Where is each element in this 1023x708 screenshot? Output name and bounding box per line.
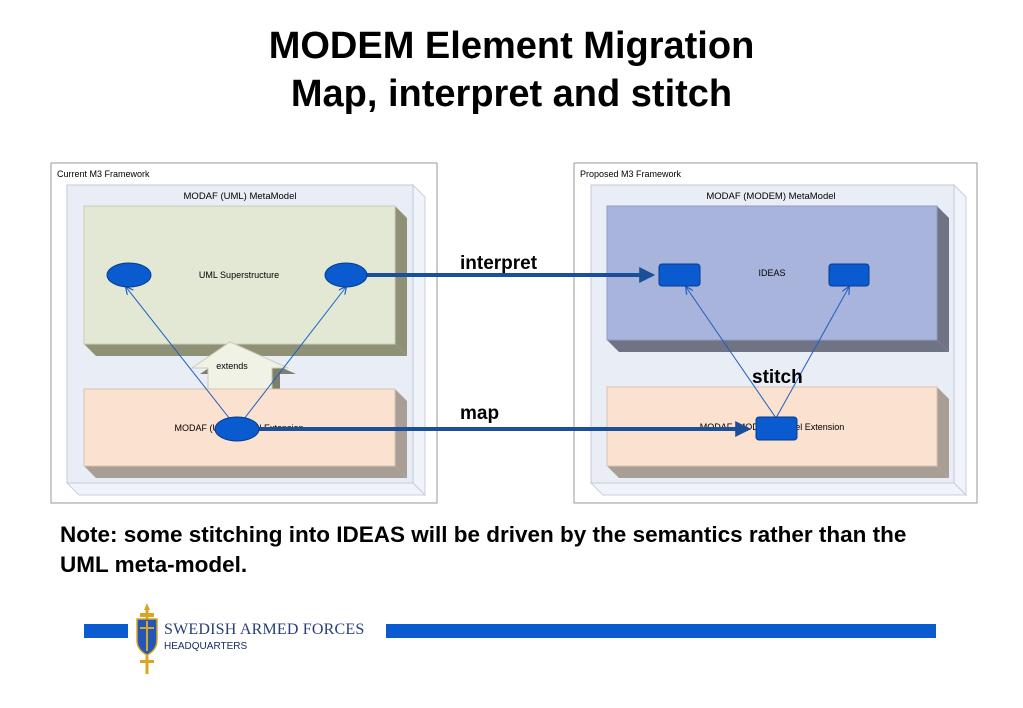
- connector-right-b: [775, 287, 849, 419]
- modem-extension-node: [755, 416, 798, 441]
- uml-extension-node: [214, 416, 260, 442]
- ideas-label: IDEAS: [758, 268, 785, 278]
- interpret-label: interpret: [460, 253, 538, 274]
- proposed-framework: Proposed M3 Framework MODAF (MODEM) Meta…: [573, 162, 978, 504]
- uml-node-left: [106, 262, 152, 288]
- note-text: Note: some stitching into IDEAS will be …: [60, 522, 907, 577]
- footer-bar-left: [84, 624, 128, 638]
- current-framework: Current M3 Framework MODAF (UML) MetaMod…: [50, 162, 438, 504]
- uml-superstructure-label: UML Superstructure: [199, 270, 279, 280]
- uml-metamodel-label: MODAF (UML) MetaModel: [184, 191, 297, 202]
- footer-bar-right: [386, 624, 936, 638]
- connector-left-b: [236, 287, 346, 429]
- stitch-label: stitch: [752, 367, 803, 388]
- org-subtitle: HEADQUARTERS: [164, 641, 248, 652]
- uml-node-right: [324, 262, 368, 288]
- org-name: SWEDISH ARMED FORCES: [164, 621, 365, 638]
- ideas-node-right: [828, 263, 870, 287]
- modem-metamodel-label: MODAF (MODEM) MetaModel: [706, 191, 835, 202]
- map-label: map: [460, 403, 499, 424]
- ideas-node-left: [658, 263, 701, 287]
- proposed-framework-label: Proposed M3 Framework: [580, 169, 682, 179]
- crest-sword-icon: [136, 603, 158, 674]
- page-title: MODEM Element Migration: [268, 25, 755, 67]
- current-framework-label: Current M3 Framework: [57, 169, 150, 179]
- page-subtitle: Map, interpret and stitch: [290, 73, 733, 115]
- extends-label: extends: [216, 361, 248, 371]
- connector-right-a: [686, 287, 777, 419]
- connector-left-a: [126, 287, 238, 429]
